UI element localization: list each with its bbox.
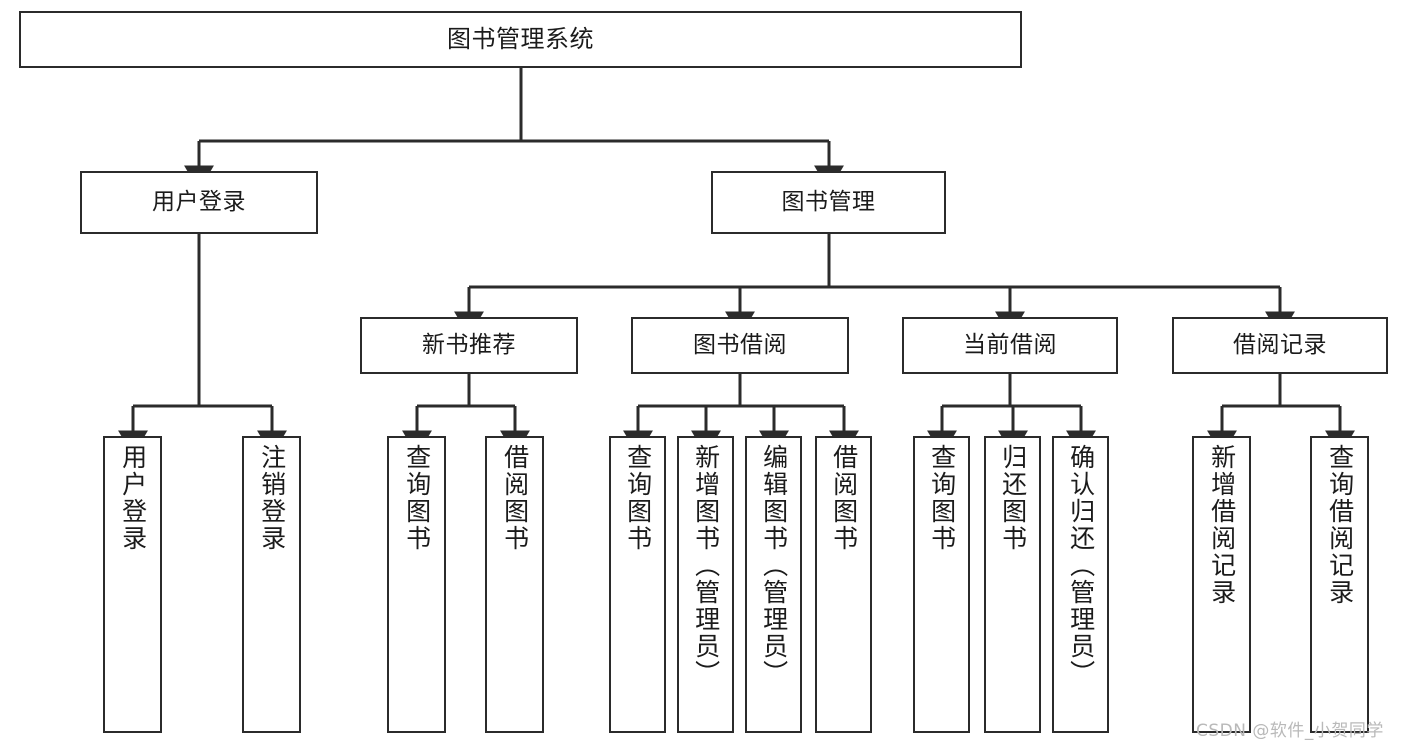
node-label-leaf-borrow-book-1: 借阅图书 bbox=[500, 444, 530, 552]
node-leaf-query-borrow-record[interactable]: 查询借阅记录 bbox=[1310, 436, 1369, 733]
node-label-leaf-confirm-return-admin: 确认归还（管理员） bbox=[1066, 444, 1096, 687]
edge-group bbox=[118, 68, 1355, 456]
node-label-leaf-add-borrow-record: 新增借阅记录 bbox=[1207, 444, 1237, 606]
node-leaf-edit-book-admin[interactable]: 编辑图书（管理员） bbox=[745, 436, 802, 733]
node-book-manage[interactable]: 图书管理 bbox=[711, 171, 946, 234]
node-leaf-add-book-admin[interactable]: 新增图书（管理员） bbox=[677, 436, 734, 733]
node-root[interactable]: 图书管理系统 bbox=[19, 11, 1022, 68]
node-label-book-manage: 图书管理 bbox=[781, 189, 876, 216]
node-label-leaf-query-borrow-record: 查询借阅记录 bbox=[1325, 444, 1355, 606]
node-leaf-borrow-book-1[interactable]: 借阅图书 bbox=[485, 436, 544, 733]
node-label-new-book-rec: 新书推荐 bbox=[422, 332, 516, 359]
node-label-leaf-edit-book-admin: 编辑图书（管理员） bbox=[759, 444, 789, 687]
node-label-root: 图书管理系统 bbox=[447, 24, 594, 53]
node-book-borrow[interactable]: 图书借阅 bbox=[631, 317, 849, 374]
node-leaf-query-book-3[interactable]: 查询图书 bbox=[913, 436, 970, 733]
node-label-leaf-logout: 注销登录 bbox=[257, 444, 287, 552]
watermark-label: CSDN @软件_小贺同学 bbox=[1196, 721, 1384, 741]
node-leaf-return-book[interactable]: 归还图书 bbox=[984, 436, 1041, 733]
node-label-leaf-return-book: 归还图书 bbox=[998, 444, 1028, 552]
node-leaf-user-login[interactable]: 用户登录 bbox=[103, 436, 162, 733]
node-label-current-borrow: 当前借阅 bbox=[963, 332, 1057, 359]
node-label-leaf-borrow-book-2: 借阅图书 bbox=[829, 444, 859, 552]
node-label-book-borrow: 图书借阅 bbox=[693, 332, 787, 359]
node-leaf-logout[interactable]: 注销登录 bbox=[242, 436, 301, 733]
node-leaf-borrow-book-2[interactable]: 借阅图书 bbox=[815, 436, 872, 733]
node-label-leaf-query-book-2: 查询图书 bbox=[623, 444, 653, 552]
node-user-login[interactable]: 用户登录 bbox=[80, 171, 318, 234]
node-label-borrow-record: 借阅记录 bbox=[1233, 332, 1327, 359]
node-borrow-record[interactable]: 借阅记录 bbox=[1172, 317, 1388, 374]
node-label-leaf-query-book-1: 查询图书 bbox=[402, 444, 432, 552]
node-label-leaf-user-login: 用户登录 bbox=[118, 444, 148, 552]
node-new-book-rec[interactable]: 新书推荐 bbox=[360, 317, 578, 374]
node-leaf-query-book-2[interactable]: 查询图书 bbox=[609, 436, 666, 733]
node-label-leaf-query-book-3: 查询图书 bbox=[927, 444, 957, 552]
node-current-borrow[interactable]: 当前借阅 bbox=[902, 317, 1118, 374]
node-label-leaf-add-book-admin: 新增图书（管理员） bbox=[691, 444, 721, 687]
node-leaf-add-borrow-record[interactable]: 新增借阅记录 bbox=[1192, 436, 1251, 733]
node-label-user-login: 用户登录 bbox=[152, 189, 246, 216]
node-leaf-confirm-return-admin[interactable]: 确认归还（管理员） bbox=[1052, 436, 1109, 733]
node-leaf-query-book-1[interactable]: 查询图书 bbox=[387, 436, 446, 733]
